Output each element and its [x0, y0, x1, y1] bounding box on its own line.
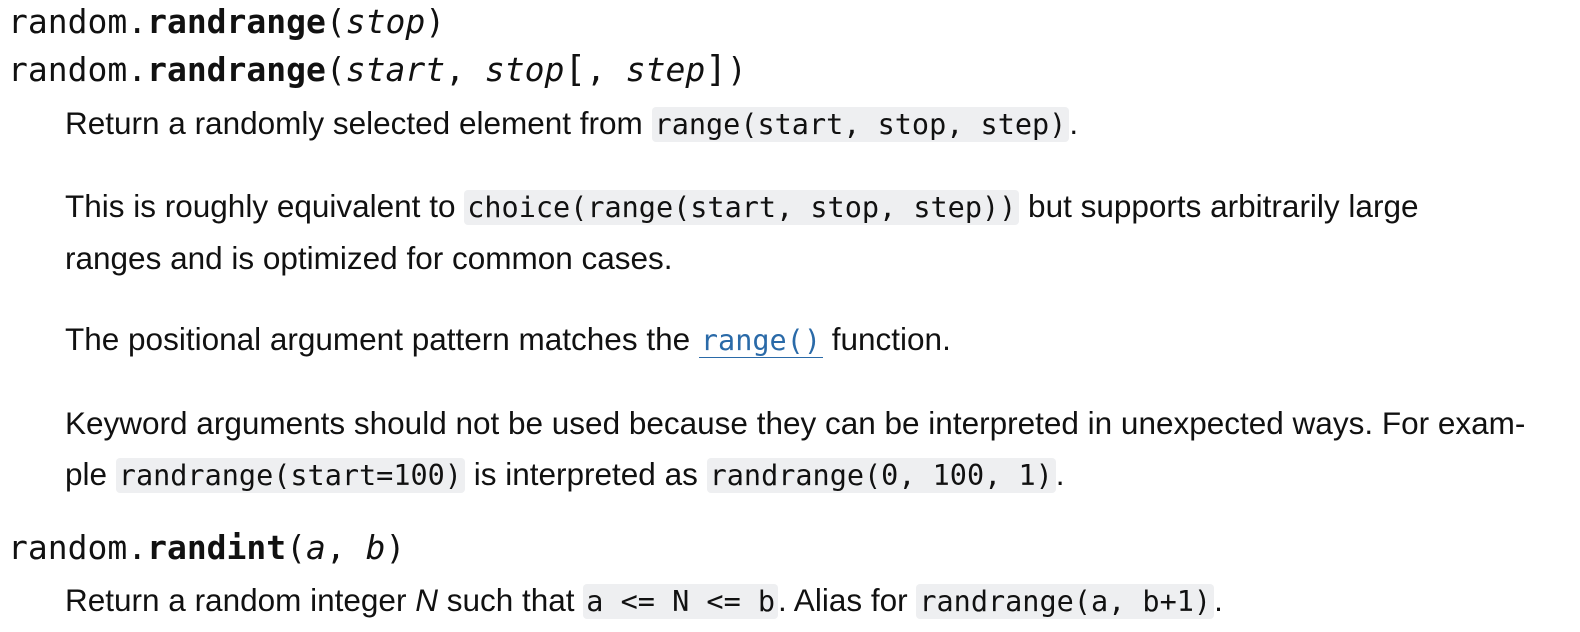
paragraph-text: Return a random integer	[65, 582, 416, 618]
function-name: randrange	[147, 50, 326, 89]
inline-code: a <= N <= b	[583, 584, 779, 619]
paren-close: )	[385, 528, 406, 567]
inline-code-link[interactable]: range()	[700, 324, 821, 357]
randint-signature: random.randint(a, b)	[8, 528, 405, 568]
paragraph-text: . Alias for	[778, 582, 917, 618]
randrange-signature-stop: random.randrange(stop)	[8, 2, 445, 42]
paren-open: (	[286, 528, 307, 567]
param-step: step	[625, 50, 706, 89]
randrange-paragraph-3: The positional argument pattern matches …	[65, 314, 951, 366]
paragraph-text: This is roughly equivalent to	[65, 188, 465, 224]
function-name: randrange	[147, 2, 326, 41]
paren-close: )	[425, 2, 446, 41]
optional-bracket-open: [	[564, 49, 587, 90]
module-prefix: random.	[8, 50, 148, 89]
randrange-paragraph-1: Return a randomly selected element from …	[65, 98, 1078, 150]
paragraph-text: such that	[437, 582, 584, 618]
paragraph-text: but supports arbitrarily large	[1019, 188, 1419, 224]
inline-code: range(start, stop, step)	[651, 107, 1070, 142]
comma: ,	[325, 528, 366, 567]
param-stop: stop	[345, 2, 426, 41]
param-start: start	[345, 50, 446, 89]
randrange-signature-start-stop-step: random.randrange(start, stop[, step])	[8, 50, 747, 90]
param-stop: stop	[484, 50, 565, 89]
randrange-paragraph-4: Keyword arguments should not be used bec…	[65, 398, 1525, 501]
inline-code: randrange(a, b+1)	[916, 584, 1215, 619]
param-b: b	[365, 528, 386, 567]
paragraph-text: ple	[65, 456, 116, 492]
param-a: a	[306, 528, 326, 567]
paragraph-text: .	[1055, 456, 1065, 492]
optional-bracket-close: ]	[705, 49, 727, 90]
paren-open: (	[325, 2, 346, 41]
paren-close: )	[726, 50, 747, 89]
randint-paragraph: Return a random integer N such that a <=…	[65, 575, 1223, 627]
range-function-link[interactable]: range()	[698, 321, 823, 358]
paragraph-text: Keyword arguments should not be used bec…	[65, 405, 1526, 441]
paragraph-text: .	[1069, 105, 1079, 141]
module-prefix: random.	[8, 528, 148, 567]
paragraph-text: The positional argument pattern matches …	[65, 321, 699, 357]
inline-code: randrange(0, 100, 1)	[706, 458, 1056, 493]
paren-open: (	[325, 50, 346, 89]
inline-code: randrange(start=100)	[115, 458, 465, 493]
inline-code: choice(range(start, stop, step))	[464, 190, 1020, 225]
paragraph-text: ranges and is optimized for common cases…	[65, 240, 673, 276]
module-prefix: random.	[8, 2, 148, 41]
randrange-paragraph-2: This is roughly equivalent to choice(ran…	[65, 181, 1418, 284]
paragraph-text: .	[1214, 582, 1223, 618]
function-name: randint	[147, 528, 287, 567]
comma: ,	[445, 50, 485, 89]
variable-n: N	[415, 582, 438, 618]
paragraph-text: Return a randomly selected element from	[65, 105, 652, 141]
paragraph-text: function.	[822, 321, 951, 357]
comma: ,	[586, 50, 626, 89]
paragraph-text: is interpreted as	[464, 456, 707, 492]
